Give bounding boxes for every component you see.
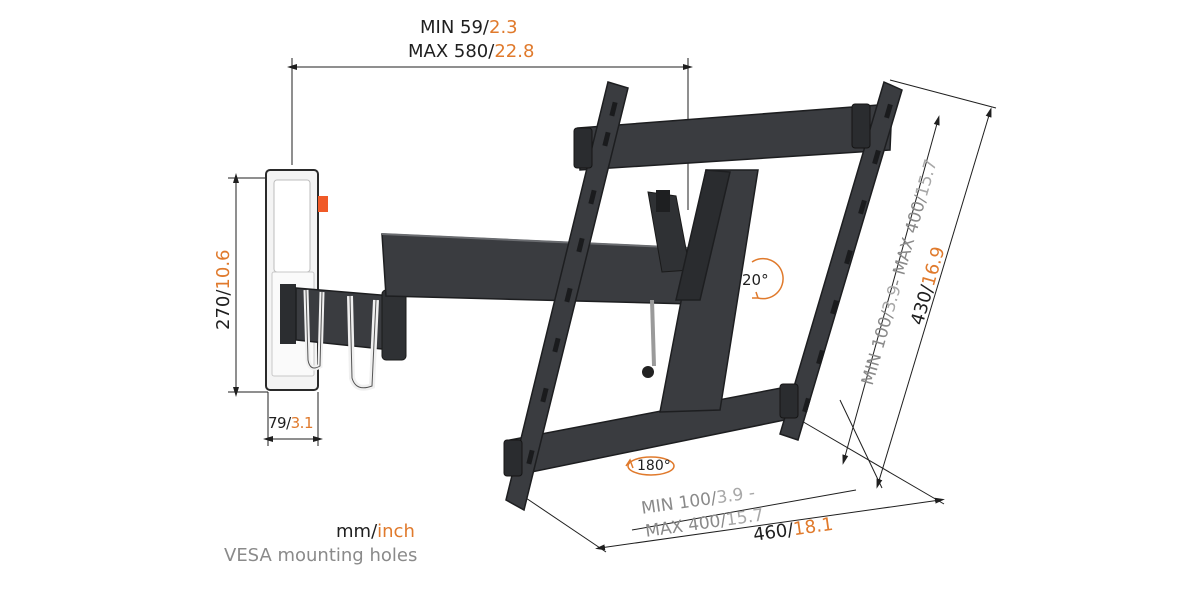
plate-height-mm: 270/ xyxy=(213,289,234,330)
tilt-rotation-icon xyxy=(751,257,784,300)
rail-caps xyxy=(503,103,871,477)
mounting-slots xyxy=(526,101,893,465)
plate-height-inch: 10.6 xyxy=(213,249,234,290)
release-tab-icon xyxy=(318,196,328,212)
arm-min-label: MIN 59/2.3 xyxy=(420,18,518,38)
plate-width-label: 79/3.1 xyxy=(268,413,314,433)
swivel-rotation-icon xyxy=(625,456,675,476)
arm-min-mm: MIN 59/ xyxy=(420,17,489,38)
plate-width-inch: 3.1 xyxy=(290,414,314,432)
unit-legend: mm/inch xyxy=(336,522,415,542)
vesa-caption: VESA mounting holes xyxy=(224,546,417,566)
tilt-angle-value: 20° xyxy=(742,271,769,289)
arm-max-mm: MAX 580/ xyxy=(408,41,495,62)
tilt-angle-label: 20° xyxy=(742,270,769,290)
plate-width-mm: 79/ xyxy=(268,414,291,432)
vesa-vertical-dimension xyxy=(842,115,940,465)
unit-mm: mm/ xyxy=(336,521,378,542)
swivel-angle-value: 180° xyxy=(637,458,671,474)
wall-plate xyxy=(265,169,328,391)
swivel-angle-label: 180° xyxy=(637,456,671,476)
arm-max-label: MAX 580/22.8 xyxy=(408,42,534,62)
arm-max-inch: 22.8 xyxy=(494,41,535,62)
swing-arm xyxy=(295,190,693,391)
vesa-caption-text: VESA mounting holes xyxy=(224,545,418,566)
plate-height-dimension xyxy=(228,173,268,397)
arm-min-inch: 2.3 xyxy=(489,17,518,38)
plate-width-dimension xyxy=(263,392,323,446)
tv-plate xyxy=(505,80,903,512)
vesa-horizontal-dimension xyxy=(631,489,857,531)
plate-height-label: 270/10.6 xyxy=(213,249,234,331)
unit-inch: inch xyxy=(377,521,415,542)
